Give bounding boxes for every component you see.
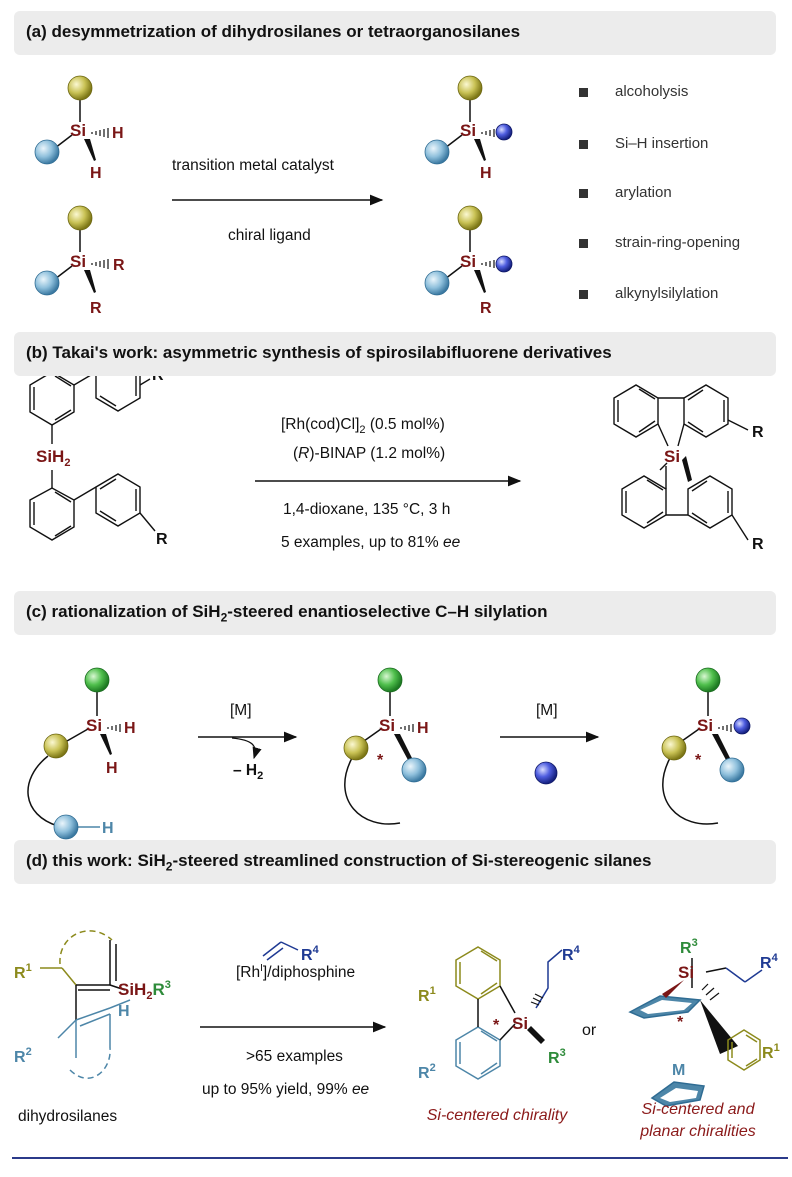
panel-b-substrate-structure xyxy=(29,358,156,541)
svg-text:Si: Si xyxy=(460,252,476,271)
panel-d-substrate-label: dihydrosilanes xyxy=(18,1108,118,1125)
panel-b-title: (b) Takai's work: asymmetric synthesis o… xyxy=(26,343,612,362)
panel-b-product-r-bottom: R xyxy=(752,536,764,553)
panel-d-examples: >65 examples xyxy=(246,1048,343,1065)
panel-d-product-2-r4: R4 xyxy=(760,952,779,972)
panel-d-product-2-r3: R3 xyxy=(680,937,698,957)
panel-d-product-1-hash xyxy=(530,993,544,1006)
method-si-h-insertion: Si–H insertion xyxy=(615,135,709,152)
panel-a-substrate-dihydrosilane: Si H H xyxy=(34,75,124,182)
panel-b-header: (b) Takai's work: asymmetric synthesis o… xyxy=(14,332,776,376)
panel-c-product: Si * xyxy=(661,667,751,825)
panel-d-substrate-structure xyxy=(40,930,131,1079)
panel-b-sih2-label: SiH2 xyxy=(36,447,70,469)
panel-b-scope: 5 examples, up to 81% ee xyxy=(281,534,461,551)
panel-d-alkene-reagent: R4 xyxy=(262,941,320,964)
panel-d-yield: up to 95% yield, 99% ee xyxy=(202,1081,370,1098)
panel-c-title: (c) rationalization of SiH2-steered enan… xyxy=(26,602,548,625)
panel-d-product-1-si: Si xyxy=(512,1014,528,1033)
panel-a-product-1: Si H xyxy=(424,75,513,182)
panel-d-h-vinyl: H xyxy=(118,1003,130,1020)
panel-d-r1-substrate: R1 xyxy=(14,962,32,982)
panel-b-product-r-top: R xyxy=(752,424,764,441)
bullet-icon xyxy=(579,140,588,149)
svg-text:Si: Si xyxy=(697,716,713,735)
panel-d-product-1-r1: R1 xyxy=(418,985,436,1005)
panel-a-substrate-tetraorganosilane: Si R R xyxy=(34,205,125,317)
svg-text:*: * xyxy=(377,752,384,769)
bullet-icon xyxy=(579,88,588,97)
panel-b-conditions: 1,4-dioxane, 135 °C, 3 h xyxy=(283,501,451,518)
panel-c-step2-reagent: [M] xyxy=(536,702,558,719)
method-arylation: arylation xyxy=(615,184,672,201)
method-alcoholysis: alcoholysis xyxy=(615,83,689,100)
panel-d-product-1-wedge xyxy=(527,1026,545,1044)
bottom-rule xyxy=(12,1157,788,1159)
panel-d-r2-substrate: R2 xyxy=(14,1046,32,1066)
panel-b-product-hash xyxy=(659,462,668,471)
panel-b-reagent-1: [Rh(cod)Cl]2 (0.5 mol%) xyxy=(281,416,445,437)
svg-text:*: * xyxy=(695,752,702,769)
panel-b-product-structure xyxy=(613,384,733,529)
panel-b-reagent-2: (R)-BINAP (1.2 mol%) xyxy=(293,445,446,462)
panel-c-h2-curved-arrow xyxy=(231,737,262,760)
panel-b-product-wedge xyxy=(682,456,692,482)
bullet-icon xyxy=(579,189,588,198)
panel-a-product-2: Si R xyxy=(424,205,513,317)
svg-text:R: R xyxy=(90,300,102,317)
panel-c-header: (c) rationalization of SiH2-steered enan… xyxy=(14,591,776,635)
svg-text:H: H xyxy=(90,165,102,182)
panel-d-sih2r3: SiH2R3 xyxy=(118,979,171,1002)
panel-d-product-2 xyxy=(628,958,763,1107)
panel-a-title: (a) desymmetrization of dihydrosilanes o… xyxy=(26,22,521,41)
svg-text:R: R xyxy=(480,300,492,317)
panel-b-product-si: Si xyxy=(664,447,680,466)
svg-text:H: H xyxy=(124,720,136,737)
panel-d-product-2-hash xyxy=(701,983,720,1001)
panel-d-product-1-r4: R4 xyxy=(562,944,581,964)
svg-text:Si: Si xyxy=(86,716,102,735)
panel-d-product-1-label: Si-centered chirality xyxy=(426,1107,568,1124)
panel-d-product-1-star: * xyxy=(493,1017,500,1034)
svg-text:Si: Si xyxy=(379,716,395,735)
svg-text:H: H xyxy=(112,125,124,142)
panel-c-step1-reagent: [M] xyxy=(230,702,252,719)
panel-d-header: (d) this work: SiH2-steered streamlined … xyxy=(14,840,776,884)
panel-a-above-arrow: transition metal catalyst xyxy=(172,157,334,174)
panel-d-product-1-r3: R3 xyxy=(548,1047,566,1067)
svg-text:H: H xyxy=(417,720,429,737)
svg-text:R: R xyxy=(113,257,125,274)
method-alkynylsilylation: alkynylsilylation xyxy=(615,285,719,302)
panel-d-product-1-r2: R2 xyxy=(418,1062,436,1082)
bullet-icon xyxy=(579,290,588,299)
panel-d-product-1 xyxy=(455,946,563,1080)
panel-a-header: (a) desymmetrization of dihydrosilanes o… xyxy=(14,11,776,55)
svg-text:H: H xyxy=(480,165,492,182)
panel-b-r-bottom: R xyxy=(156,531,168,548)
svg-text:H: H xyxy=(102,820,114,837)
svg-text:H: H xyxy=(106,760,118,777)
svg-text:Si: Si xyxy=(70,121,86,140)
panel-c-h2-byproduct: – H2 xyxy=(233,762,264,783)
svg-text:Si: Si xyxy=(460,121,476,140)
panel-c-navy-sphere-reagent xyxy=(534,761,558,785)
bullet-icon xyxy=(579,239,588,248)
panel-c-substrate: Si H H H xyxy=(27,667,136,840)
svg-text:Si: Si xyxy=(70,252,86,271)
panel-d-product-2-star: * xyxy=(677,1014,684,1031)
method-strain-ring-opening: strain-ring-opening xyxy=(615,234,741,251)
panel-d-product-2-si: Si xyxy=(678,963,694,982)
panel-a-below-arrow: chiral ligand xyxy=(228,227,311,244)
panel-d-catalyst: [RhI]/diphosphine xyxy=(236,963,356,982)
panel-c-intermediate: Si H * xyxy=(343,667,429,825)
panel-d-product-2-r1: R1 xyxy=(762,1042,780,1062)
panel-d-metal-m: M xyxy=(672,1062,686,1079)
panel-d-title: (d) this work: SiH2-steered streamlined … xyxy=(26,851,652,874)
svg-text:R4: R4 xyxy=(301,944,320,964)
panel-d-or: or xyxy=(582,1022,597,1039)
